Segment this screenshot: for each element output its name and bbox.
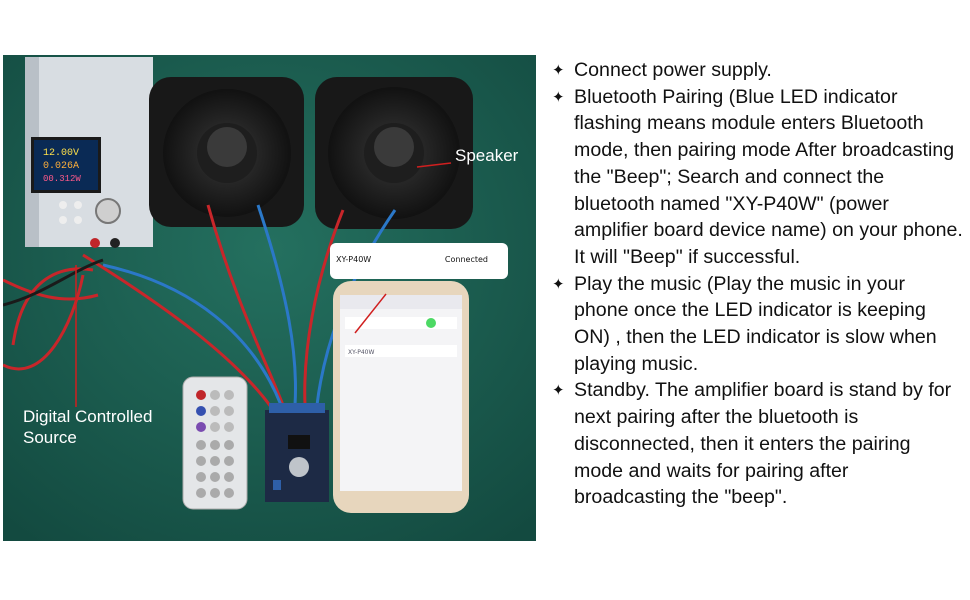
amplifier-board <box>265 403 329 502</box>
list-item: ✦ Play the music (Play the music in your… <box>552 271 964 378</box>
psu-power: 00.312W <box>43 174 81 184</box>
psu-voltage: 12.00V <box>43 148 79 159</box>
step-text: Standby. The amplifier board is stand by… <box>574 379 952 509</box>
ir-remote <box>182 376 248 510</box>
sparkle-bullet-icon: ✦ <box>552 381 565 400</box>
speaker-arrow <box>416 162 452 168</box>
popup-status: Connected <box>444 255 488 264</box>
popup-device-name: XY-P40W <box>336 255 372 264</box>
smartphone <box>333 281 469 513</box>
speaker-label: Speaker <box>455 146 519 165</box>
list-item: ✦ Bluetooth Pairing (Blue LED indicator … <box>552 84 964 271</box>
list-item: ✦ Connect power supply. <box>552 57 964 84</box>
sparkle-bullet-icon: ✦ <box>552 274 565 293</box>
product-photo: 12.00V 0.026A 00.312W <box>3 55 536 541</box>
source-label: Digital Controlled Source <box>23 407 153 447</box>
photo-illustration: 12.00V 0.026A 00.312W <box>3 55 536 541</box>
sparkle-bullet-icon: ✦ <box>552 61 565 79</box>
list-item: ✦ Standby. The amplifier board is stand … <box>552 377 964 511</box>
speaker-right <box>315 77 473 229</box>
instruction-list: ✦ Connect power supply. ✦ Bluetooth Pair… <box>552 57 964 511</box>
bluetooth-popup: XY-P40W Connected <box>330 243 508 279</box>
step-text: Play the music (Play the music in your p… <box>574 272 937 375</box>
power-supply <box>25 57 153 248</box>
phone-arrow <box>354 293 387 334</box>
psu-current: 0.026A <box>43 161 79 172</box>
speaker-left <box>149 77 304 227</box>
phone-screen-device: XY-P40W <box>348 349 374 356</box>
step-text: Connect power supply. <box>574 59 772 81</box>
sparkle-bullet-icon: ✦ <box>552 87 565 106</box>
step-text: Bluetooth Pairing (Blue LED indicator fl… <box>574 85 963 268</box>
